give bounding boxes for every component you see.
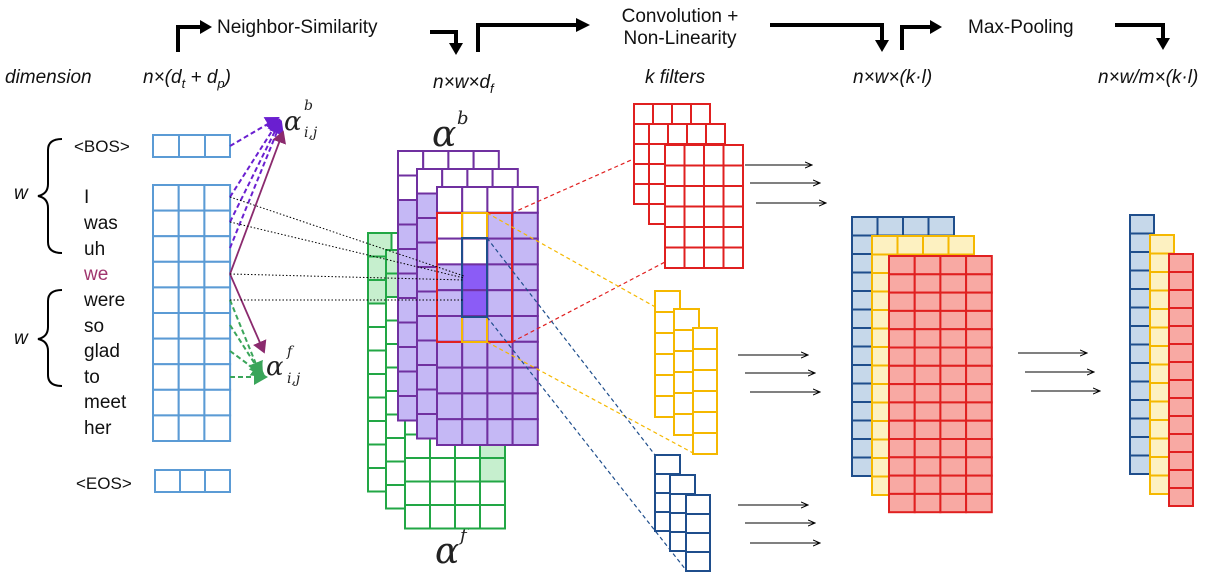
conv-arrows [738, 165, 826, 543]
svg-text:b: b [304, 98, 313, 114]
svg-text:i,j: i,j [287, 371, 301, 387]
stage-max-pooling: Max-Pooling [968, 17, 1074, 38]
alpha-b-front-layer [436, 186, 539, 447]
window-label-top: w [14, 183, 29, 204]
pooled-map-blue [1129, 214, 1155, 475]
alpha-b-arrows [229, 116, 284, 249]
sentence-words: I was uh we were so glad to meet her [83, 187, 127, 439]
svg-text:i,j: i,j [304, 125, 318, 141]
pooled-feature-maps [1129, 214, 1194, 507]
feature-map-red [888, 255, 993, 514]
alpha-b-tensor-stack [397, 150, 539, 447]
word: meet [84, 392, 127, 413]
svg-text:α: α [435, 531, 459, 572]
stage-convolution-line2: Non-Linearity [624, 28, 737, 49]
yellow-filter-stack [654, 290, 718, 455]
yellow-filter [692, 327, 718, 455]
word: uh [84, 239, 105, 260]
alpha-f-solid-arrow [229, 273, 267, 354]
word: her [84, 418, 112, 439]
pooled-map-red [1168, 253, 1194, 507]
window-label-bottom: w [14, 328, 29, 349]
bos-token: <BOS> [74, 137, 130, 156]
alpha-b-ij-symbol: α b i,j [284, 98, 318, 141]
dimension-label: dimension [5, 67, 92, 88]
stage-convolution-line1: Convolution + [622, 6, 739, 27]
dim-input: n×(dt + dp) [143, 67, 231, 91]
word-embedding-matrix [152, 184, 232, 442]
pool-arrows [1018, 353, 1100, 391]
eos-token: <EOS> [76, 474, 132, 493]
alpha-b-solid-arrow [229, 130, 286, 275]
svg-text:α: α [284, 107, 302, 137]
svg-text:α: α [266, 352, 284, 382]
word: was [83, 213, 118, 234]
word-to-tensor-lines [229, 196, 465, 301]
svg-text:f: f [286, 344, 295, 360]
word: to [84, 367, 100, 388]
blue-filter [685, 494, 711, 572]
stage-neighbor-similarity: Neighbor-Similarity [217, 17, 378, 38]
red-filter [664, 144, 744, 269]
alpha-f-symbol: α f [435, 525, 470, 572]
dim-conv: n×w×(k·l) [853, 67, 932, 88]
alpha-f-arrows [229, 299, 268, 385]
window-brace-bottom [37, 289, 63, 387]
conv-feature-maps [851, 216, 993, 514]
alpha-b-symbol: α b [432, 108, 469, 155]
svg-text:b: b [457, 108, 469, 129]
current-word: we [83, 264, 108, 285]
dim-similarity: n×w×df [433, 72, 495, 96]
svg-text:α: α [432, 114, 456, 155]
eos-embedding [154, 469, 231, 493]
embedding-grid [152, 184, 232, 442]
word: I [84, 187, 89, 208]
dim-pool: n×w/m×(k·l) [1098, 67, 1198, 88]
blue-filter-stack [654, 454, 711, 572]
word: were [83, 290, 125, 311]
dim-filters: k filters [645, 67, 706, 88]
red-filter-stack [633, 103, 744, 269]
alpha-f-ij-symbol: α f i,j [266, 344, 301, 387]
word: so [84, 316, 104, 337]
stage-arrows [176, 18, 1170, 55]
bos-embedding [152, 134, 231, 158]
word: glad [84, 341, 120, 362]
window-brace-top [37, 138, 63, 254]
